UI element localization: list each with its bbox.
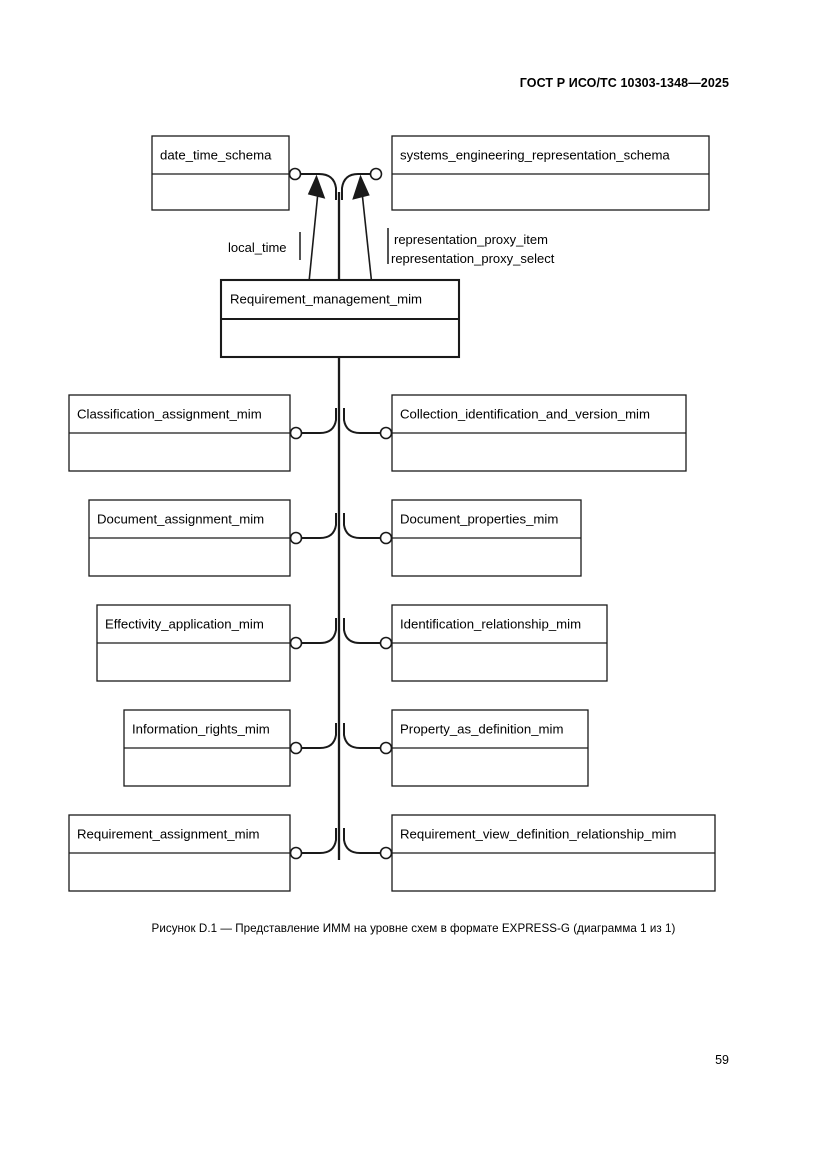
schema-box-collection-identification-and-version-mim[interactable]: Collection_identification_and_version_mi… [391, 394, 687, 472]
edge-label-representation-proxy-item: representation_proxy_item [394, 232, 548, 247]
connection-circle [289, 426, 303, 440]
left-box-label: Document_assignment_mim [97, 511, 264, 526]
left-box-label: Classification_assignment_mim [77, 406, 262, 421]
connection-circle [289, 636, 303, 650]
left-box-label: Information_rights_mim [132, 721, 270, 736]
schema-box-label: date_time_schema [160, 147, 272, 162]
connection-circle [289, 531, 303, 545]
connector-right [343, 828, 381, 854]
root-box-label: Requirement_management_mim [230, 291, 422, 306]
schema-box-date-time-schema[interactable]: date_time_schema [151, 135, 290, 211]
connector-left [301, 828, 337, 854]
connector-left [301, 723, 337, 749]
schema-box-document-assignment-mim[interactable]: Document_assignment_mim [88, 499, 291, 577]
express-g-svg: date_time_schema systems_engineering_rep… [68, 135, 716, 892]
left-box-label: Requirement_assignment_mim [77, 826, 260, 841]
schema-box-document-properties-mim[interactable]: Document_properties_mim [391, 499, 582, 577]
right-box-label: Document_properties_mim [400, 511, 558, 526]
connection-circle [288, 167, 302, 181]
schema-box-requirement-management-mim[interactable]: Requirement_management_mim [219, 278, 461, 359]
schema-box-label: systems_engineering_representation_schem… [400, 147, 670, 162]
schema-box-information-rights-mim[interactable]: Information_rights_mim [123, 709, 291, 787]
connector-left [301, 513, 337, 539]
connector-right [343, 723, 381, 749]
schema-box-requirement-view-definition-relationship-mim[interactable]: Requirement_view_definition_relationship… [391, 814, 716, 892]
connection-circle [379, 426, 393, 440]
right-box-label: Requirement_view_definition_relationship… [400, 826, 676, 841]
figure-express-g-diagram: date_time_schema systems_engineering_rep… [0, 120, 827, 910]
right-box-label: Collection_identification_and_version_mi… [400, 406, 650, 421]
schema-box-classification-assignment-mim[interactable]: Classification_assignment_mim [68, 394, 291, 472]
schema-box-systems-engineering-representation-schema[interactable]: systems_engineering_representation_schem… [391, 135, 710, 211]
edge-label-representation-proxy-select: representation_proxy_select [391, 251, 555, 266]
connector-left [301, 618, 337, 644]
connection-circle [379, 846, 393, 860]
right-box-label: Identification_relationship_mim [400, 616, 581, 631]
connection-circle [379, 531, 393, 545]
connection-circle [379, 741, 393, 755]
trunk-branch-left [300, 173, 337, 200]
schema-box-requirement-assignment-mim[interactable]: Requirement_assignment_mim [68, 814, 291, 892]
document-standard-header: ГОСТ Р ИСО/ТС 10303-1348—2025 [519, 76, 729, 90]
schema-box-effectivity-application-mim[interactable]: Effectivity_application_mim [96, 604, 291, 682]
connector-right [343, 513, 381, 539]
connection-circle [289, 741, 303, 755]
connection-circle [379, 636, 393, 650]
connection-circle [369, 167, 383, 181]
page-number: 59 [715, 1053, 729, 1067]
connector-right [343, 408, 381, 434]
edge-label-local-time: local_time [228, 240, 287, 255]
left-box-label: Effectivity_application_mim [105, 616, 264, 631]
connector-left [301, 408, 337, 434]
schema-box-identification-relationship-mim[interactable]: Identification_relationship_mim [391, 604, 608, 682]
trunk-branch-right [341, 173, 371, 200]
schema-box-property-as-definition-mim[interactable]: Property_as_definition_mim [391, 709, 589, 787]
right-box-label: Property_as_definition_mim [400, 721, 563, 736]
figure-caption: Рисунок D.1 — Представление ИММ на уровн… [151, 922, 676, 935]
connection-circle [289, 846, 303, 860]
connector-right [343, 618, 381, 644]
